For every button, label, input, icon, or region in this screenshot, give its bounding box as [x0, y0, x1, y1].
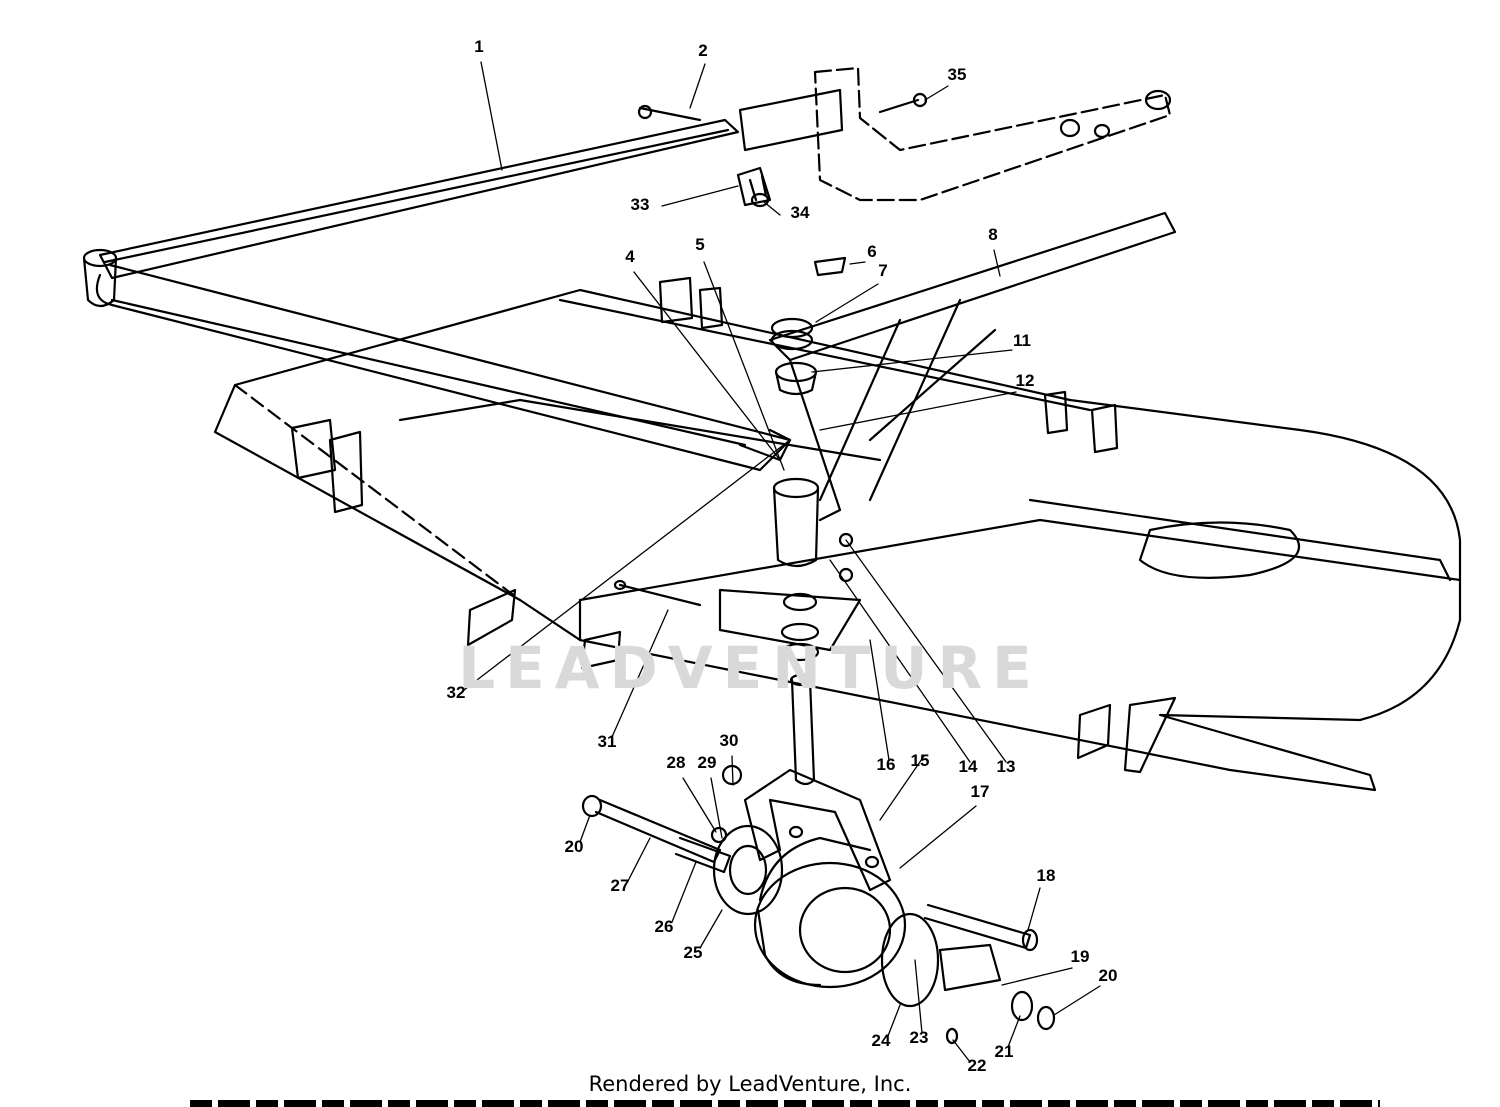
callout-14: 14 [959, 757, 978, 776]
callout-11: 11 [1013, 331, 1031, 350]
callout-33: 33 [631, 195, 650, 214]
callout-23: 23 [910, 1028, 929, 1047]
callout-18: 18 [1037, 866, 1056, 885]
callout-22: 22 [968, 1056, 987, 1075]
a-frame-part-1 [82, 118, 792, 472]
frame-bar-part-8 [768, 211, 1177, 522]
callout-32: 32 [447, 683, 466, 702]
callout-17: 17 [971, 782, 990, 801]
cut-off-title [190, 1100, 1380, 1107]
callout-26: 26 [655, 917, 674, 936]
caster-yoke-part-15 [743, 768, 892, 892]
callout-21: 21 [995, 1042, 1014, 1061]
mower-deck [213, 288, 1462, 792]
callout-27: 27 [611, 876, 630, 895]
callout-7: 7 [878, 261, 887, 280]
axle-assembly [581, 764, 1056, 1045]
callout-20: 20 [565, 837, 584, 856]
top-hardware [613, 92, 928, 607]
callout-16: 16 [877, 755, 896, 774]
callout-30: 30 [720, 731, 739, 750]
caster-wheel [753, 836, 907, 989]
callout-25: 25 [684, 943, 703, 962]
leader-lines [463, 61, 1101, 1063]
callout-1: 1 [474, 37, 483, 56]
callout-24: 24 [872, 1031, 891, 1050]
callout-28: 28 [667, 753, 686, 772]
callout-5: 5 [695, 235, 704, 254]
callout-13: 13 [997, 757, 1016, 776]
callout-31: 31 [598, 732, 617, 751]
callout-20: 20 [1099, 966, 1118, 985]
hitch-plate [738, 66, 1172, 202]
caster-spindle-tube [718, 317, 862, 786]
callout-6: 6 [867, 242, 876, 261]
callout-8: 8 [988, 225, 997, 244]
callout-34: 34 [791, 203, 810, 222]
callout-35: 35 [948, 65, 967, 84]
deck-brackets [290, 276, 1177, 774]
callout-19: 19 [1071, 947, 1090, 966]
watermark: LEADVENTURE [458, 634, 1042, 702]
rendered-by-credit: Rendered by LeadVenture, Inc. [588, 1072, 912, 1096]
callout-29: 29 [698, 753, 717, 772]
callout-4: 4 [625, 247, 635, 266]
callout-12: 12 [1016, 371, 1035, 390]
callout-15: 15 [911, 751, 930, 770]
callout-2: 2 [698, 41, 707, 60]
